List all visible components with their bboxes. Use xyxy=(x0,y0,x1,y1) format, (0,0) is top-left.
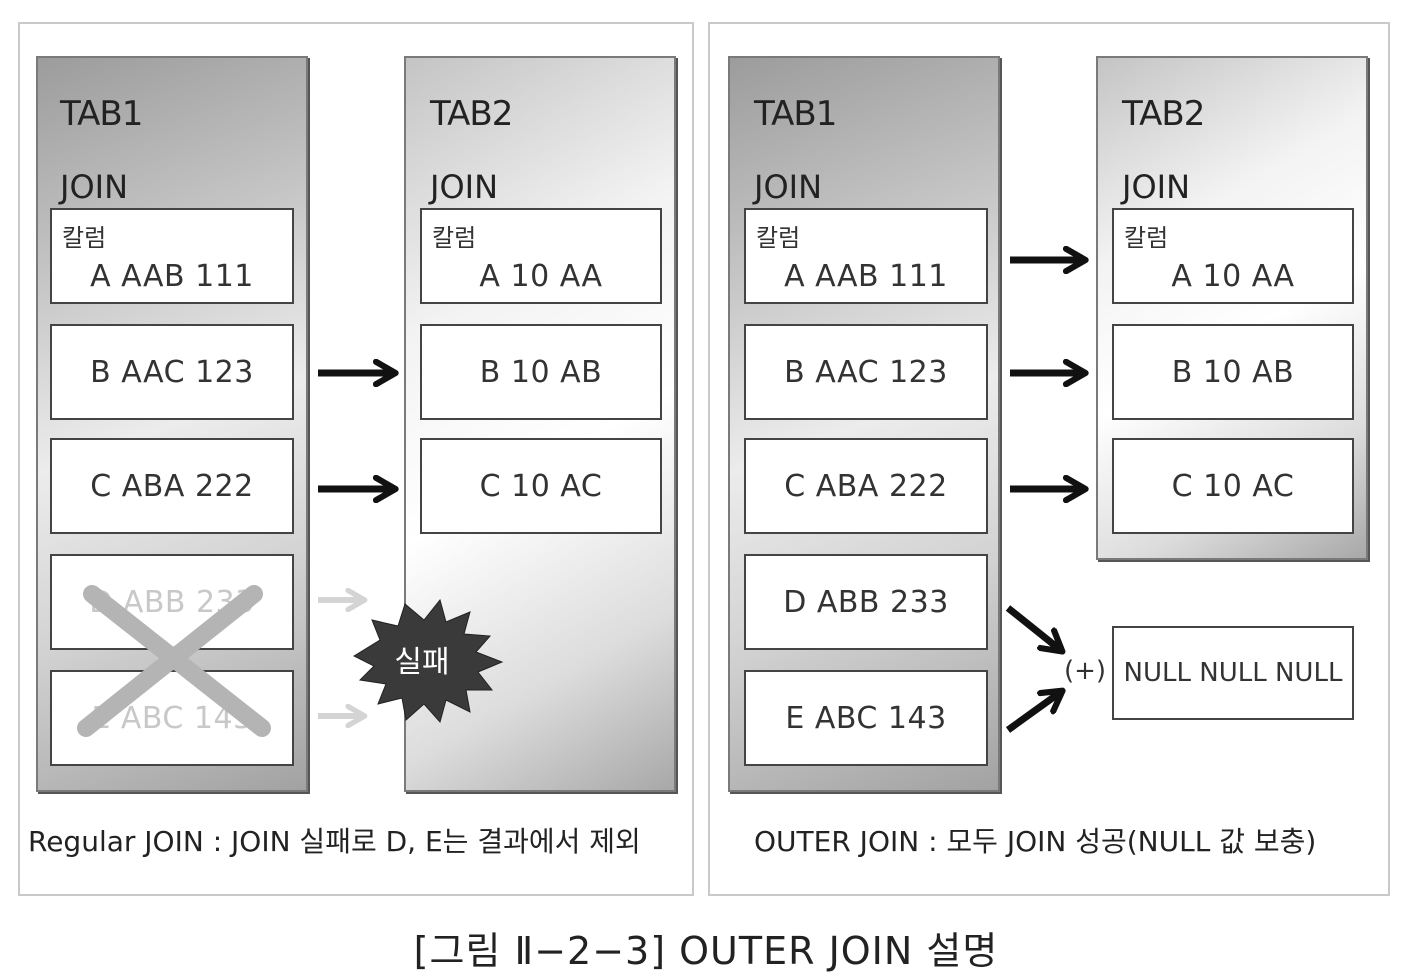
row-text: A AAB 111 xyxy=(784,259,948,294)
right-tab1-name: TAB1 xyxy=(754,94,837,134)
row-text: B AAC 123 xyxy=(784,354,948,390)
row-text: B 10 AB xyxy=(479,354,603,390)
right-tab1-table: TAB1 JOIN 칼럼 A AAB 111 B AAC 123 C ABA 2… xyxy=(728,56,1000,792)
left-tab2-row-b: B 10 AB xyxy=(420,324,662,420)
column-label: 칼럼 xyxy=(432,224,477,252)
left-tab2-name: TAB2 xyxy=(430,94,513,134)
null-row-box: NULL NULL NULL xyxy=(1112,626,1354,720)
row-text: A 10 AA xyxy=(479,259,603,294)
right-tab1-row-d: D ABB 233 xyxy=(744,554,988,650)
left-tab2-row-c: C 10 AC xyxy=(420,438,662,534)
failure-burst-icon xyxy=(352,598,504,724)
column-label: 칼럼 xyxy=(756,224,801,252)
cross-icon xyxy=(77,585,271,737)
right-tab2-row-b: B 10 AB xyxy=(1112,324,1354,420)
right-tab1-row-a: 칼럼 A AAB 111 xyxy=(744,208,988,304)
right-tab2-row-a: 칼럼 A 10 AA xyxy=(1112,208,1354,304)
row-text: C ABA 222 xyxy=(90,468,254,504)
row-text: E ABC 143 xyxy=(785,700,947,736)
right-tab2-join-label: JOIN xyxy=(1122,168,1190,206)
left-tab1-row-c: C ABA 222 xyxy=(50,438,294,534)
arrow-outer-d-null xyxy=(1005,605,1058,648)
left-caption: Regular JOIN : JOIN 실패로 D, E는 결과에서 제외 xyxy=(28,825,641,858)
right-tab2-table: TAB2 JOIN 칼럼 A 10 AA B 10 AB C 10 AC xyxy=(1096,56,1368,560)
row-text: D ABB 233 xyxy=(783,584,949,620)
left-tab2-join-label: JOIN xyxy=(430,168,498,206)
left-tab1-row-a: 칼럼 A AAB 111 xyxy=(50,208,294,304)
row-text: C ABA 222 xyxy=(784,468,948,504)
right-tab2-name: TAB2 xyxy=(1122,94,1205,134)
failure-burst-text: 실패 xyxy=(394,645,449,680)
left-tab2-row-a: 칼럼 A 10 AA xyxy=(420,208,662,304)
column-label: 칼럼 xyxy=(1124,224,1169,252)
left-tab1-row-b: B AAC 123 xyxy=(50,324,294,420)
column-label: 칼럼 xyxy=(62,224,107,252)
null-row-text: NULL NULL NULL xyxy=(1123,658,1343,688)
row-text: A AAB 111 xyxy=(90,259,254,294)
right-tab2-row-c: C 10 AC xyxy=(1112,438,1354,534)
right-tab1-row-b: B AAC 123 xyxy=(744,324,988,420)
row-text: B AAC 123 xyxy=(90,354,254,390)
left-tab1-name: TAB1 xyxy=(60,94,143,134)
left-tab2-table: TAB2 JOIN 칼럼 A 10 AA B 10 AB C 10 AC xyxy=(404,56,676,792)
row-text: A 10 AA xyxy=(1171,259,1295,294)
right-tab1-join-label: JOIN xyxy=(754,168,822,206)
arrow-outer-e-null xyxy=(1005,694,1058,733)
right-tab1-row-e: E ABC 143 xyxy=(744,670,988,766)
right-caption: OUTER JOIN : 모두 JOIN 성공(NULL 값 보충) xyxy=(754,825,1317,858)
row-text: C 10 AC xyxy=(479,468,603,504)
row-text: B 10 AB xyxy=(1171,354,1295,390)
right-tab1-row-c: C ABA 222 xyxy=(744,438,988,534)
outer-join-plus-label: (+) xyxy=(1064,656,1107,686)
figure-title: [그림 Ⅱ−2−3] OUTER JOIN 설명 xyxy=(413,929,999,973)
row-text: C 10 AC xyxy=(1171,468,1295,504)
left-tab1-join-label: JOIN xyxy=(60,168,128,206)
